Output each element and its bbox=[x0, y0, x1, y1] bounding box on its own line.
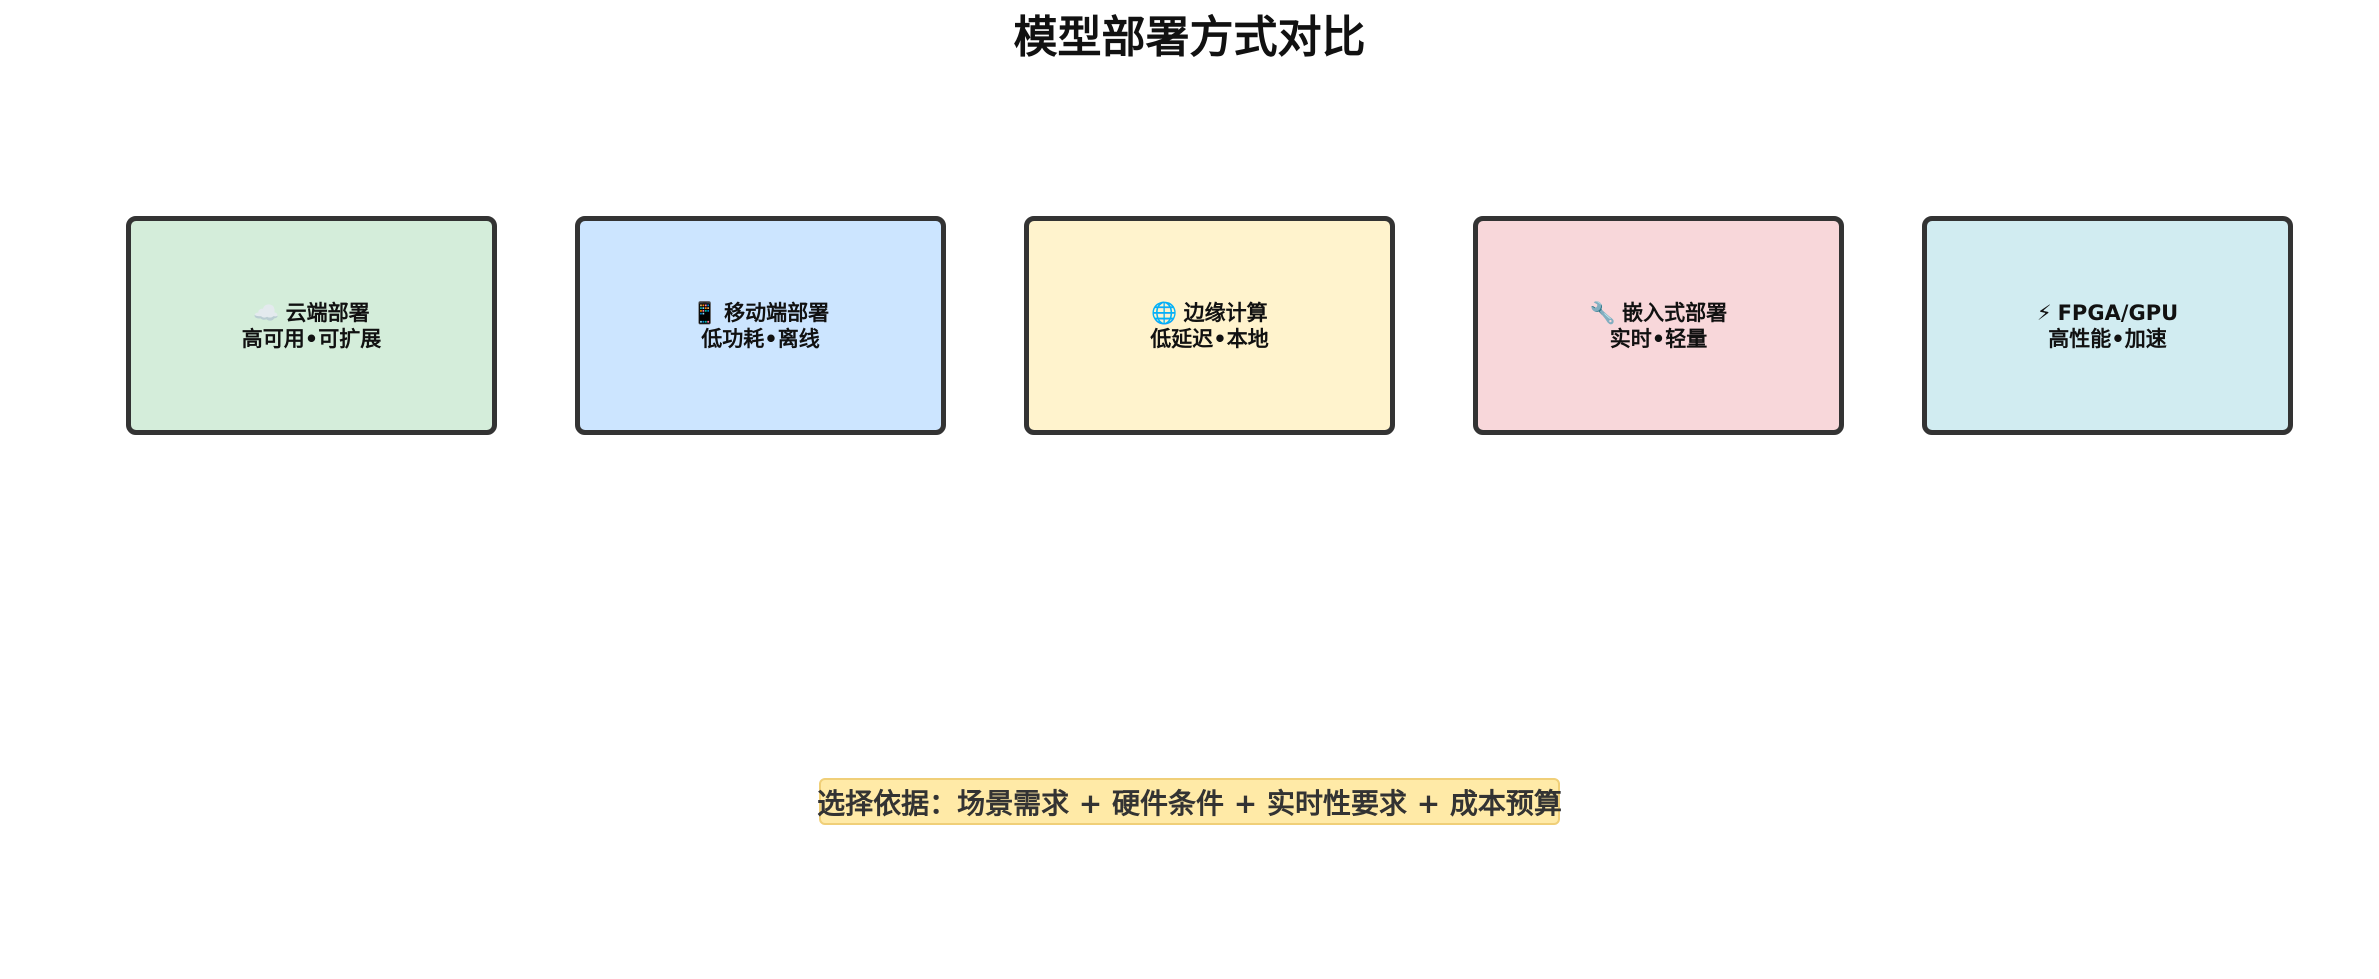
card-edge-computing: 🌐边缘计算 低延迟•本地 bbox=[1024, 216, 1395, 435]
card-mobile-deployment: 📱移动端部署 低功耗•离线 bbox=[575, 216, 946, 435]
card-title: 🌐边缘计算 bbox=[1151, 300, 1267, 326]
card-features: 高可用•可扩展 bbox=[241, 326, 382, 351]
cloud-icon: ☁️ bbox=[253, 300, 280, 325]
card-fpga-gpu: ⚡FPGA/GPU 高性能•加速 bbox=[1922, 216, 2293, 435]
card-title: ⚡FPGA/GPU bbox=[2037, 300, 2178, 326]
card-cloud-deployment: ☁️云端部署 高可用•可扩展 bbox=[126, 216, 497, 435]
edge-node-icon: 🌐 bbox=[1151, 300, 1178, 325]
embedded-chip-icon: 🔧 bbox=[1589, 300, 1617, 325]
card-name: FPGA/GPU bbox=[2057, 300, 2179, 325]
card-features: 高性能•加速 bbox=[2048, 326, 2167, 351]
card-features: 低功耗•离线 bbox=[701, 326, 820, 351]
card-embedded-deployment: 🔧嵌入式部署 实时•轻量 bbox=[1473, 216, 1844, 435]
card-name: 云端部署 bbox=[285, 300, 370, 325]
card-features: 实时•轻量 bbox=[1609, 326, 1708, 351]
accelerator-icon: ⚡ bbox=[2036, 300, 2052, 325]
card-name: 移动端部署 bbox=[724, 300, 830, 325]
selection-criteria-note: 选择依据：场景需求 + 硬件条件 + 实时性要求 + 成本预算 bbox=[817, 778, 1562, 825]
card-title: 📱移动端部署 bbox=[692, 300, 829, 326]
card-title: ☁️云端部署 bbox=[253, 300, 369, 326]
mobile-phone-icon: 📱 bbox=[691, 300, 719, 325]
card-name: 边缘计算 bbox=[1183, 300, 1268, 325]
diagram-title: 模型部署方式对比 bbox=[1013, 12, 1366, 63]
card-name: 嵌入式部署 bbox=[1622, 300, 1728, 325]
card-features: 低延迟•本地 bbox=[1150, 326, 1269, 351]
card-title: 🔧嵌入式部署 bbox=[1590, 300, 1727, 326]
